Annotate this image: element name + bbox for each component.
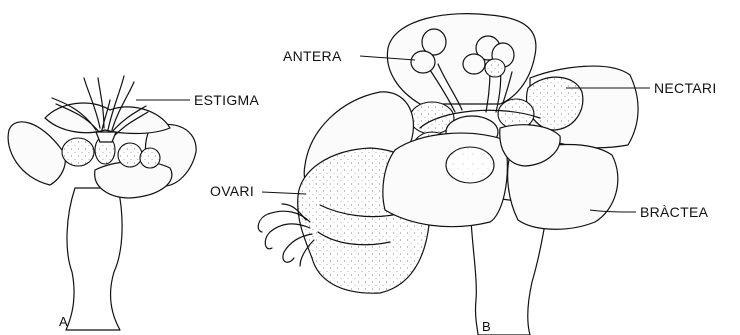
label-ovari: OVARI [210, 183, 254, 199]
figure-label-a: A [59, 314, 68, 329]
nectary-b-mid [446, 147, 494, 183]
nectary-a-4 [140, 148, 160, 168]
stalk-a [66, 188, 122, 330]
label-estigma: ESTIGMA [194, 92, 259, 108]
anther-6 [485, 59, 505, 77]
nectary-a-1 [62, 138, 94, 166]
flower-a [8, 76, 196, 330]
anther-2 [411, 51, 435, 73]
nectary-a-3 [118, 143, 142, 167]
label-antera: ANTERA [283, 48, 342, 64]
figure-label-b: B [482, 319, 491, 334]
bract-b-front [383, 133, 507, 227]
anther-5 [463, 54, 485, 74]
label-nectari: NECTARI [654, 80, 717, 96]
bract-a-left [8, 122, 65, 185]
label-bractea: BRÀCTEA [640, 204, 709, 220]
